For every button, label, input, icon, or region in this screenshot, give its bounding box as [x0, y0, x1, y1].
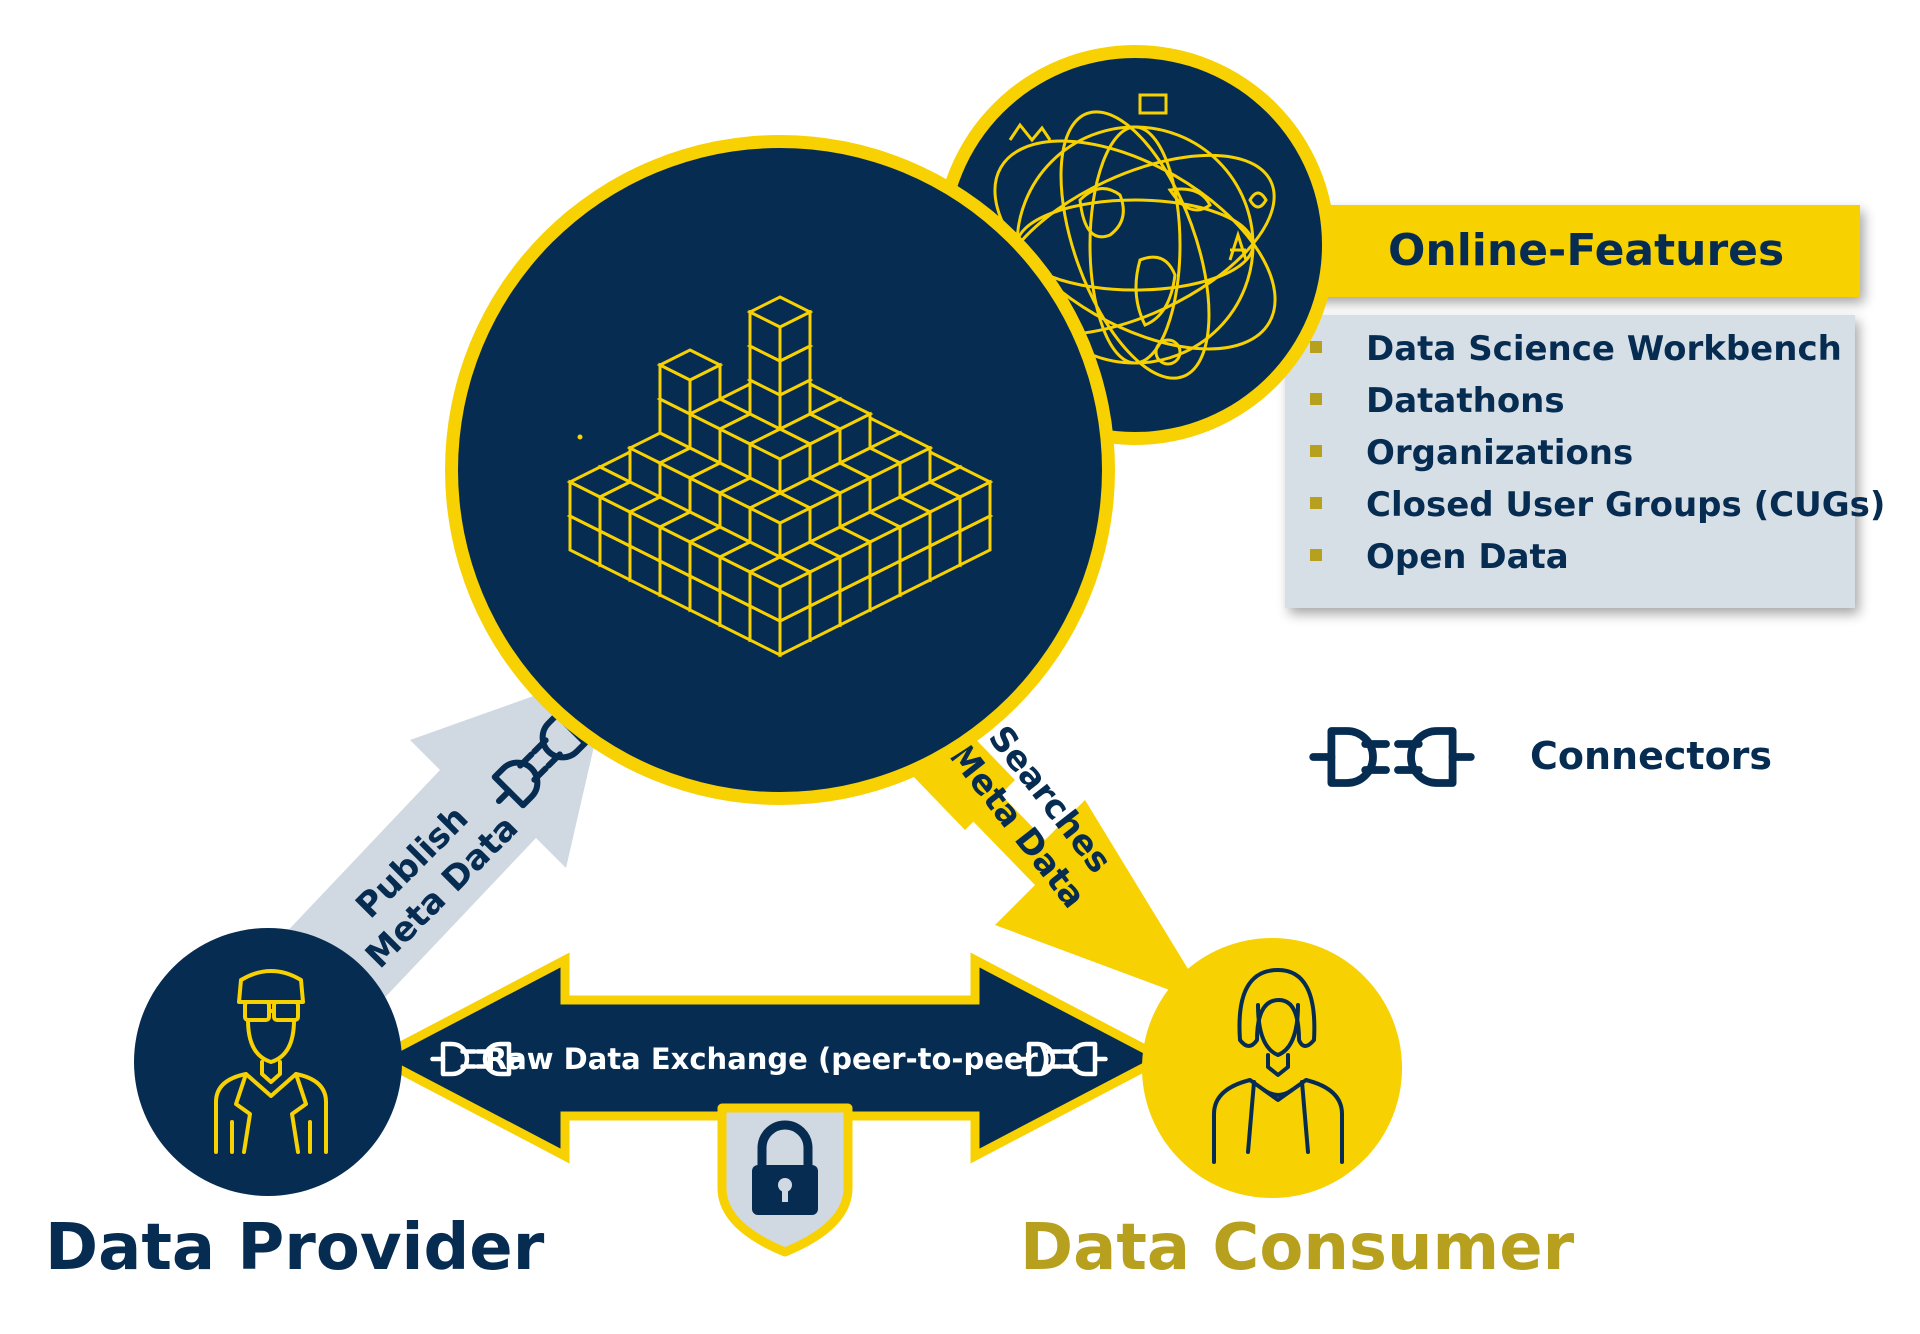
- data-provider-label: Data Provider: [45, 1211, 545, 1285]
- feature-item: Data Science Workbench: [1366, 329, 1842, 369]
- padlock-shield-icon: [717, 1103, 853, 1257]
- bullet-icon: [1310, 445, 1322, 457]
- bullet-icon: [1310, 549, 1322, 561]
- data-cubes-icon: [566, 295, 994, 658]
- features-title-bar: [1285, 205, 1860, 297]
- male-person-icon: [214, 969, 328, 1154]
- data-provider-circle: [134, 928, 402, 1196]
- bullet-icon: [1310, 341, 1322, 353]
- exchange-label: Raw Data Exchange (peer-to-peer): [485, 1042, 1051, 1076]
- bullet-icon: [1310, 393, 1322, 405]
- connector-plug-icon: [1313, 731, 1471, 783]
- data-consumer-circle: [1142, 938, 1402, 1198]
- feature-item: Open Data: [1366, 537, 1569, 577]
- features-title: Online-Features: [1388, 225, 1784, 276]
- female-person-icon: [1212, 968, 1344, 1164]
- connectors-legend-label: Connectors: [1530, 734, 1772, 778]
- bullet-icon: [1310, 497, 1322, 509]
- world-network-icon: [993, 93, 1277, 380]
- feature-item: Closed User Groups (CUGs): [1366, 485, 1885, 525]
- features-list-background: [1285, 315, 1855, 608]
- features-panel: [1285, 205, 1860, 608]
- dot-decoration: [577, 434, 583, 440]
- feature-item: Datathons: [1366, 381, 1565, 421]
- feature-item: Organizations: [1366, 433, 1633, 473]
- data-hub-circle: [445, 135, 1115, 805]
- data-consumer-label: Data Consumer: [1020, 1211, 1575, 1285]
- features-list: Data Science Workbench Datathons Organiz…: [1310, 329, 1885, 577]
